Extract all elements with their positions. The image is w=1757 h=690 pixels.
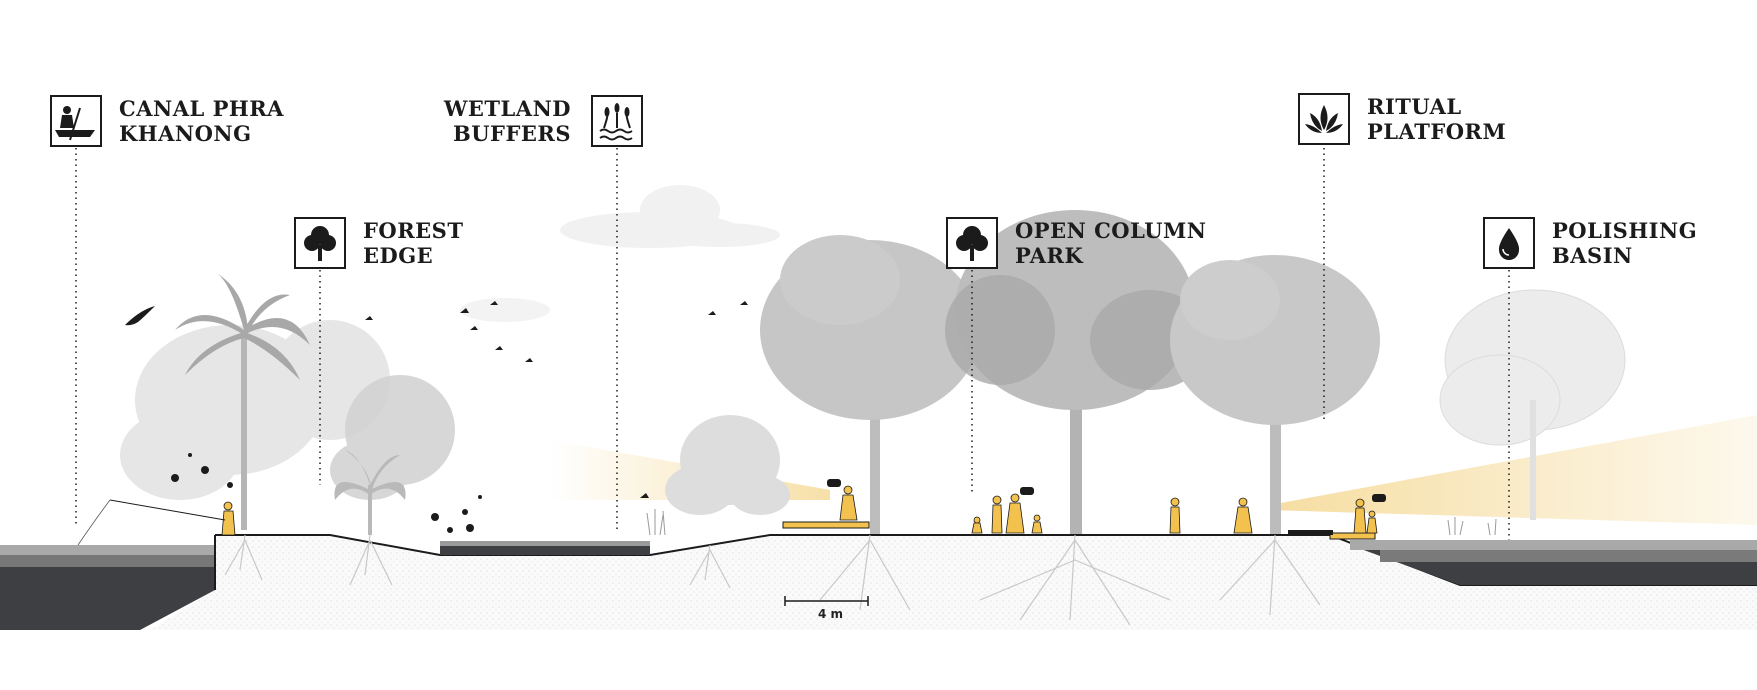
wetland-icon-box	[591, 95, 643, 147]
label-line: FOREST	[363, 218, 464, 243]
tree-roots	[224, 534, 1321, 626]
label-line: KHANONG	[119, 121, 252, 146]
label-line: EDGE	[363, 243, 434, 268]
zone-label-basin: POLISHING BASIN	[1552, 218, 1697, 268]
fishing-line	[109, 499, 226, 521]
label-line: BUFFERS	[452, 121, 571, 146]
boat-paddler-icon	[55, 106, 95, 141]
zone-label-wetland: WETLAND BUFFERS	[444, 96, 571, 146]
cloud-small	[460, 298, 550, 322]
grass-reeds	[646, 509, 1497, 536]
light-beam-right	[1270, 415, 1757, 525]
banana-plant	[334, 450, 406, 535]
scale-label: 4 m	[818, 607, 844, 621]
wetland-water	[440, 541, 650, 555]
forest-edge-icon-box	[294, 217, 346, 269]
label-line: BASIN	[1552, 243, 1633, 268]
ritual-deck	[1329, 532, 1376, 540]
tree-icon	[956, 226, 988, 261]
ritual-icon-box	[1298, 93, 1350, 145]
ground-soil	[150, 535, 1757, 630]
people-figures	[221, 485, 1378, 536]
basin-icon-box	[1483, 217, 1535, 269]
birds	[125, 301, 748, 498]
palm-tree	[175, 272, 310, 530]
wetland-shrub	[665, 415, 790, 515]
label-line: WETLAND	[443, 96, 571, 121]
falling-seeds	[171, 453, 482, 533]
zone-label-park: OPEN COLUMN PARK	[1015, 218, 1206, 268]
zone-label-ritual: RITUAL PLATFORM	[1367, 94, 1506, 144]
boardwalk-deck	[782, 521, 870, 529]
label-line: PLATFORM	[1367, 119, 1507, 144]
label-line: RITUAL	[1367, 94, 1462, 119]
zone-label-forest-edge: FOREST EDGE	[363, 218, 463, 268]
zone-label-canal: CANAL PHRA KHANONG	[119, 96, 284, 146]
park-trees	[760, 210, 1380, 535]
speech-bubbles	[827, 479, 1386, 502]
background-tree-right	[1439, 289, 1626, 520]
scale-bar	[784, 596, 869, 606]
tree-icon	[304, 226, 336, 261]
fishing-line-drop	[77, 499, 111, 546]
basin-water	[1350, 540, 1757, 585]
reeds-water-icon	[599, 103, 633, 141]
label-line: POLISHING	[1552, 218, 1698, 243]
park-icon-box	[946, 217, 998, 269]
lotus-icon	[1305, 105, 1343, 133]
ritual-step	[1288, 530, 1333, 535]
label-line: CANAL PHRA	[119, 96, 284, 121]
label-line: OPEN COLUMN	[1015, 218, 1207, 243]
canal-water	[0, 545, 215, 630]
leader-lines	[75, 148, 1510, 540]
water-drop-icon	[1498, 228, 1520, 260]
cloud-left	[560, 185, 780, 248]
canal-icon-box	[50, 95, 102, 147]
label-line: PARK	[1015, 243, 1084, 268]
